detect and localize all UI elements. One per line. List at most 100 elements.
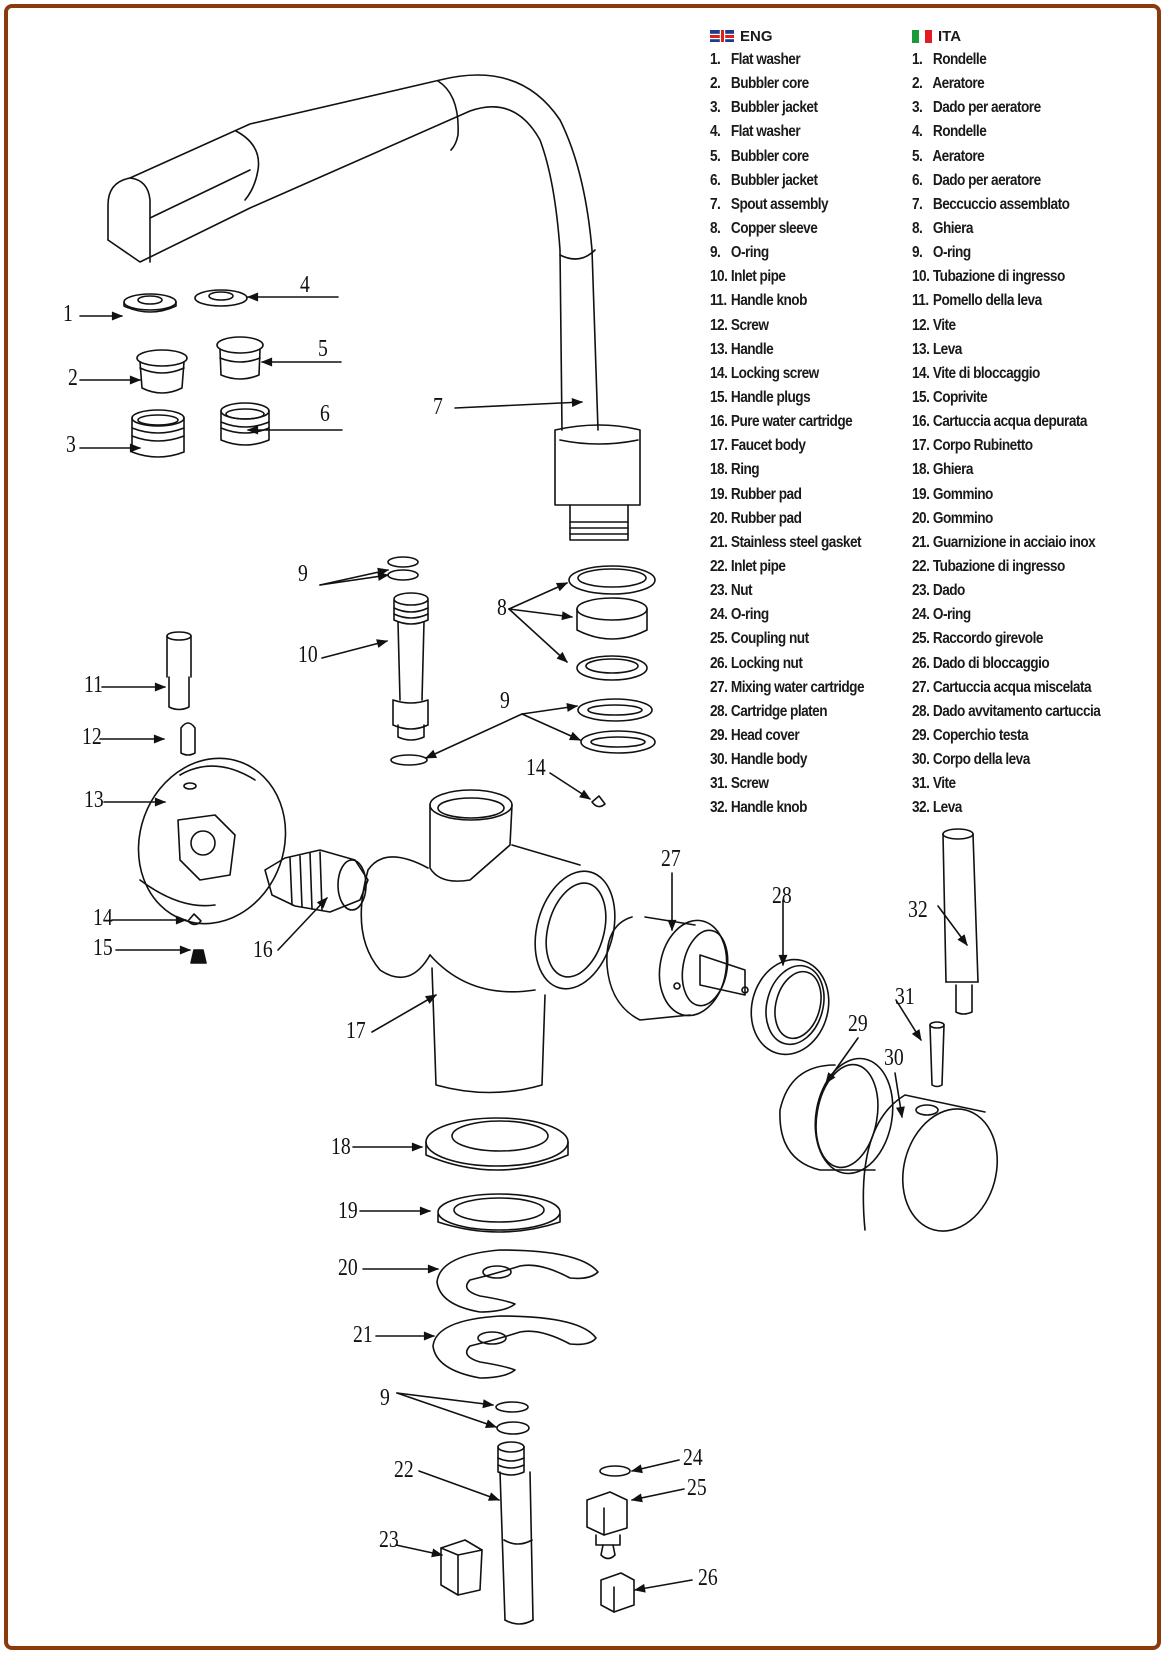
callout-15: 15 [93,935,113,961]
italy-flag-red [925,29,932,43]
legend-item-number: 5. [710,147,721,165]
legend-eng-item: 23. Nut [710,579,864,603]
part-13-handle [137,757,287,925]
legend-item-label: Ring [730,461,760,479]
legend-item-label: Raccordo girevole [932,630,1044,648]
legend-item-label: O-ring [932,244,971,262]
legend-item-label: Bubbler core [730,147,809,165]
legend-item-label: O-ring [730,244,769,262]
legend-item-number: 11. [912,292,929,310]
legend-item-number: 27. [912,678,930,696]
legend-english-list: 1. Flat washer 2. Bubbler core 3. Bubbler … [710,48,885,821]
legend-item-label: O-ring [730,606,769,624]
legend-item-number: 4. [710,123,721,141]
legend-eng-item: 18. Ring [710,458,864,482]
legend-item-number: 22. [912,557,930,575]
legend-eng-item: 7. Spout assembly [710,193,864,217]
legend-item-number: 1. [912,51,923,68]
part-16-pure-water-cartridge [264,849,369,913]
legend-eng-item: 31. Screw [710,772,864,796]
legend-italian-language: ITA [938,27,962,45]
legend-item-number: 29. [710,726,728,744]
callout-27: 27 [661,846,681,872]
legend-item-label: Rondelle [932,123,987,141]
legend-item-number: 25. [710,630,728,648]
legend-eng-item: 17. Faucet body [710,434,864,458]
legend-item-label: Coprivite [932,388,988,406]
legend-item-number: 10. [912,268,930,286]
legend-item-label: Faucet body [730,437,806,455]
legend-item-number: 9. [912,244,923,262]
legend-item-number: 18. [710,461,728,479]
legend-item-label: Tubazione di ingresso [932,268,1065,286]
legend-item-label: Beccuccio assemblato [932,195,1070,213]
legend-item-number: 17. [912,437,930,455]
legend-ita-item: 24. O-ring [912,603,1100,627]
legend-item-number: 29. [912,726,930,744]
legend-ita-item: 14. Vite di bloccaggio [912,362,1100,386]
italy-flag-icon [912,29,932,43]
callout-21: 21 [353,1322,373,1348]
legend-ita-item: 17. Corpo Rubinetto [912,434,1100,458]
legend-item-number: 2. [912,75,923,93]
part-12-screw [180,722,196,756]
legend-eng-item: 26. Locking nut [710,652,864,676]
legend-item-number: 18. [912,461,930,479]
legend-item-number: 12. [710,316,728,334]
legend-item-label: Bubbler jacket [730,99,818,117]
legend-ita-item: 9. O-ring [912,241,1100,265]
legend-eng-item: 3. Bubbler jacket [710,96,864,120]
legend-item-number: 10. [710,268,728,286]
legend-item-number: 24. [912,606,930,624]
legend-item-number: 7. [912,195,923,213]
legend-ita-item: 5. Aeratore [912,145,1100,169]
part-11-handle-knob [166,631,192,711]
part-29-head-cover [779,1057,894,1175]
legend-ita-item: 22. Tubazione di ingresso [912,555,1100,579]
legend-item-label: Screw [730,316,769,334]
callout-9b: 9 [500,688,510,714]
legend-ita-item: 26. Dado di bloccaggio [912,652,1100,676]
callout-29: 29 [848,1011,868,1037]
legend-item-number: 25. [912,630,930,648]
legend-ita-item: 7. Beccuccio assemblato [912,193,1100,217]
legend-english-header: ENG [710,24,885,48]
legend-item-label: Head cover [730,726,800,744]
legend-ita-item: 2. Aeratore [912,72,1100,96]
legend-ita-item: 23. Dado [912,579,1100,603]
legend-ita-item: 15. Coprivite [912,386,1100,410]
callout-17: 17 [346,1018,366,1044]
legend-item-label: Cartuccia acqua depurata [932,413,1088,431]
legend-item-label: Dado di bloccaggio [932,654,1050,672]
legend-item-number: 31. [710,775,728,793]
legend-item-label: Handle plugs [730,388,811,406]
callout-13: 13 [84,787,104,813]
legend-eng-item: 20. Rubber pad [710,507,864,531]
part-31-screw [929,1021,945,1088]
part-21-stainless-steel-gasket [432,1315,597,1379]
legend-item-number: 13. [710,340,728,358]
legend-item-label: Gommino [932,485,993,503]
legend-item-number: 19. [912,485,930,503]
callout-6: 6 [320,401,330,427]
legend-eng-item: 8. Copper sleeve [710,217,864,241]
legend-item-number: 23. [912,582,930,600]
legend-ita-item: 28. Dado avvitamento cartuccia [912,700,1101,724]
part-4-flat-washer [194,289,248,307]
legend-item-label: Inlet pipe [730,268,786,286]
legend-ita-item: 12. Vite [912,314,1100,338]
legend-eng-item: 1. Flat washer [710,48,864,72]
legend-ita-item: 13. Leva [912,338,1100,362]
legend-item-label: Vite di bloccaggio [932,364,1041,382]
part-18-ring [425,1117,569,1171]
legend-item-number: 15. [710,388,728,406]
legend-item-number: 7. [710,195,721,213]
part-20-rubber-pad [436,1249,599,1313]
legend-english: ENG 1. Flat washer 2. Bubbler core 3. Bubb… [710,24,885,821]
legend-item-label: Handle knob [730,799,808,817]
legend-item-label: Coupling nut [730,630,809,648]
legend-item-number: 8. [710,219,721,237]
legend-item-number: 2. [710,75,721,93]
callout-20: 20 [338,1255,358,1281]
